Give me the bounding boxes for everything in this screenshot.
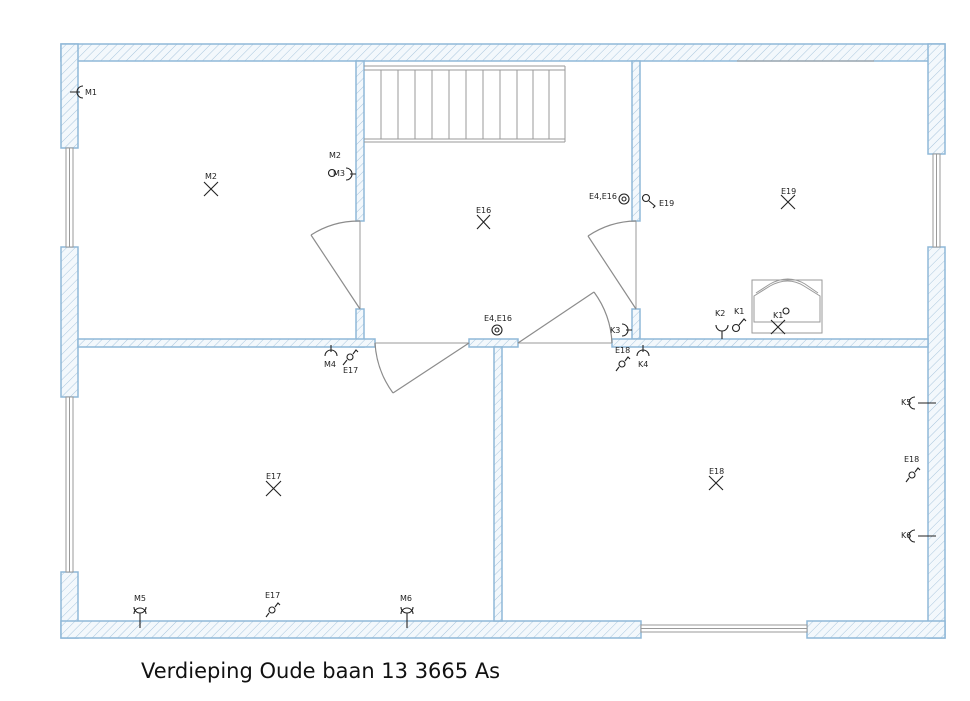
door-bedroom-right xyxy=(587,235,637,310)
wall-left-upper xyxy=(60,43,79,149)
plan-caption: Verdieping Oude baan 13 3665 As xyxy=(141,659,501,683)
ceiling-light-icon[interactable] xyxy=(708,475,724,491)
wall-right-upper xyxy=(927,43,946,155)
doors xyxy=(310,220,637,394)
label: K4 xyxy=(638,360,648,369)
wall-mid-center xyxy=(468,338,519,348)
door-bedroom-lower-left xyxy=(392,342,470,394)
ceiling-light-icon[interactable] xyxy=(770,307,790,335)
wall-hall-left-upper xyxy=(355,60,365,222)
socket-icon[interactable] xyxy=(636,345,650,357)
label: E19 xyxy=(781,187,796,196)
label: E4,E16 xyxy=(589,192,617,201)
ceiling-light-icon[interactable] xyxy=(265,480,282,497)
labels: M1 M2 M2 M3 E16 E4,E16 E19 E19 E4,E16 M4… xyxy=(85,88,919,603)
junction-icon[interactable] xyxy=(491,324,503,336)
label: K3 xyxy=(610,326,620,335)
socket-icon[interactable] xyxy=(70,85,84,99)
switch-icon[interactable] xyxy=(342,349,359,366)
label: M2 xyxy=(205,172,217,181)
socket-icon[interactable] xyxy=(908,529,936,543)
ceiling-light-icon[interactable] xyxy=(780,194,796,210)
staircase xyxy=(364,65,566,143)
label: M6 xyxy=(400,594,412,603)
label: E18 xyxy=(904,455,919,464)
label: E18 xyxy=(615,346,630,355)
label: K6 xyxy=(901,531,911,540)
wall-mid-right xyxy=(611,338,929,348)
label: K1 xyxy=(734,307,744,316)
wall-hall-right-upper xyxy=(631,60,641,222)
switch-icon[interactable] xyxy=(265,602,281,618)
ceiling-light-icon[interactable] xyxy=(476,214,491,230)
junctions xyxy=(491,193,630,336)
bathtub xyxy=(751,278,823,334)
wall-bottom-right xyxy=(806,620,946,639)
switch-icon[interactable] xyxy=(641,193,656,209)
label: M1 xyxy=(85,88,97,97)
wall-left-mid xyxy=(60,246,79,398)
socket-icon[interactable] xyxy=(621,323,632,337)
label: E18 xyxy=(709,467,724,476)
switch-icon[interactable] xyxy=(905,467,921,483)
wall-right-lower xyxy=(927,246,946,639)
label: E17 xyxy=(266,472,281,481)
label: K5 xyxy=(901,398,911,407)
label: E17 xyxy=(265,591,280,600)
wall-hall-right-lower xyxy=(631,308,641,340)
socket-icon[interactable] xyxy=(715,324,729,339)
sockets xyxy=(70,85,936,628)
socket-icon[interactable] xyxy=(400,606,414,628)
label: K2 xyxy=(715,309,725,318)
socket-icon[interactable] xyxy=(324,345,338,357)
label: E4,E16 xyxy=(484,314,512,323)
wall-top xyxy=(60,43,946,62)
ceiling-light-icon[interactable] xyxy=(203,181,219,197)
label: M3 xyxy=(333,169,345,178)
interior-walls xyxy=(77,60,929,622)
switch-icon[interactable] xyxy=(615,356,631,372)
socket-icon[interactable] xyxy=(908,396,936,410)
door-bedroom-left xyxy=(310,234,361,310)
wall-bottom-left xyxy=(60,620,642,639)
label: K1 xyxy=(773,311,783,320)
socket-icon[interactable] xyxy=(133,606,147,628)
label: M4 xyxy=(324,360,336,369)
label: E19 xyxy=(659,199,674,208)
windows xyxy=(65,60,941,633)
label: M2 xyxy=(329,151,341,160)
wall-vertical-center xyxy=(493,346,503,622)
switch-icon[interactable] xyxy=(731,318,747,333)
socket-icon[interactable] xyxy=(327,167,357,181)
label: M5 xyxy=(134,594,146,603)
label: E17 xyxy=(343,366,358,375)
door-bedroom-lower-right xyxy=(517,291,595,344)
label: E16 xyxy=(476,206,491,215)
ceiling-lights xyxy=(203,181,796,497)
switches xyxy=(265,193,921,618)
junction-icon[interactable] xyxy=(618,193,630,205)
